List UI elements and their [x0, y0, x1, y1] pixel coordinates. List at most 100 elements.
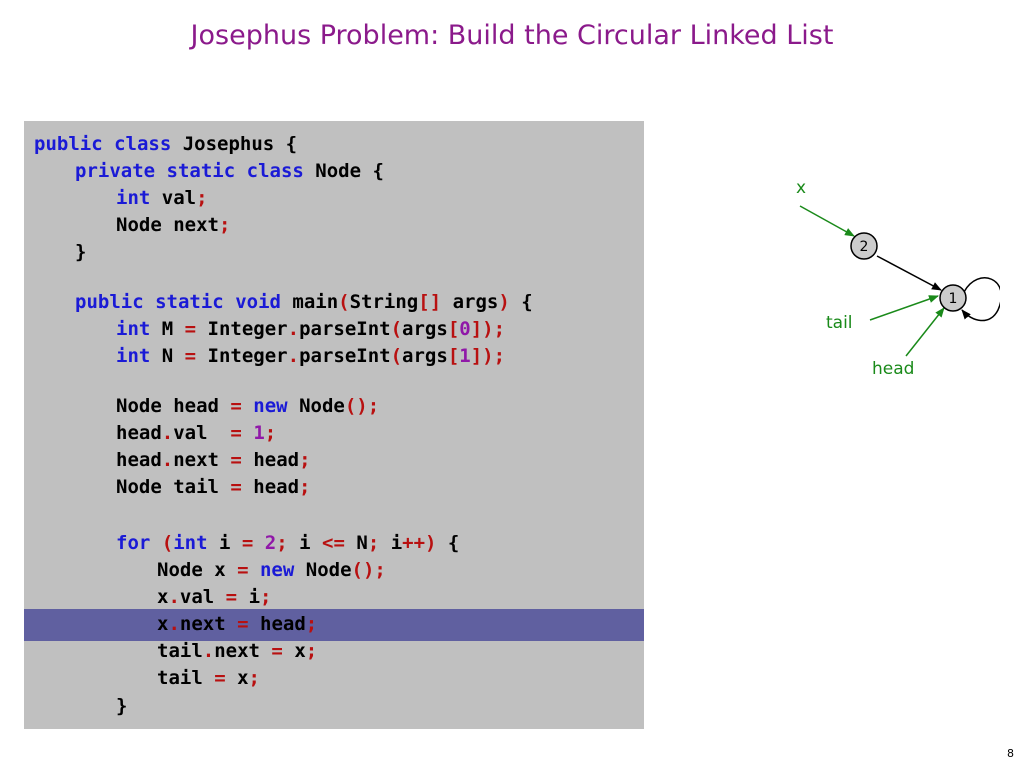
code-token: 1 — [459, 345, 471, 367]
code-token: next — [214, 640, 272, 662]
link-arrow-2-to-1 — [876, 255, 942, 291]
code-token: ; — [305, 640, 318, 662]
code-token: args — [441, 291, 499, 313]
code-token: ; — [299, 449, 311, 471]
code-token: = — [230, 395, 242, 417]
code-token: 1 — [253, 422, 265, 444]
pointer-label-tail: tail — [826, 313, 853, 333]
code-token: class — [246, 160, 304, 182]
code-token: (); — [344, 395, 380, 417]
code-token: = — [214, 667, 226, 689]
code-token: parseInt — [299, 345, 391, 367]
code-token: = — [230, 422, 242, 444]
code-token — [103, 133, 114, 155]
code-token: ; — [218, 214, 231, 236]
code-line: head.next = head; — [116, 447, 311, 474]
code-token: . — [287, 345, 300, 367]
code-token: [] — [418, 291, 442, 313]
code-token: Node head — [116, 395, 231, 417]
pointer-label-x: x — [796, 178, 806, 198]
code-token — [155, 160, 166, 182]
code-line: Node head = new Node(); — [116, 393, 379, 420]
code-token: ; — [264, 422, 277, 444]
code-token: { — [509, 291, 533, 313]
code-token: static — [166, 160, 236, 182]
code-token: ]); — [470, 345, 506, 367]
code-token: 0 — [459, 318, 471, 340]
node-2-label: 2 — [860, 239, 869, 255]
code-token: new — [259, 559, 295, 581]
code-token: } — [75, 241, 87, 263]
code-line: int val; — [116, 185, 208, 212]
code-token: x — [282, 640, 306, 662]
code-token: int — [116, 187, 151, 209]
code-token: public — [34, 133, 103, 155]
code-line: x.val = i; — [157, 584, 271, 611]
code-token: next — [173, 449, 231, 471]
code-token: head — [241, 449, 300, 471]
code-token: ( — [390, 318, 403, 340]
node-1-label: 1 — [949, 291, 958, 307]
code-token: ; — [248, 667, 260, 689]
code-token — [150, 532, 161, 554]
code-token: Node next — [116, 214, 219, 236]
code-token: = — [271, 640, 283, 662]
code-token: i — [379, 532, 403, 554]
code-token: . — [202, 640, 215, 662]
code-token: <= — [322, 532, 345, 554]
code-token: Node tail — [116, 476, 231, 498]
code-line: Node tail = head; — [116, 474, 311, 501]
code-token: tail — [157, 640, 203, 662]
code-token: val — [173, 422, 231, 444]
code-token — [242, 422, 253, 444]
code-token: main — [280, 291, 339, 313]
code-token: Node { — [303, 160, 384, 182]
code-token: . — [287, 318, 300, 340]
code-token: [ — [447, 318, 460, 340]
code-token: Node x — [157, 559, 238, 581]
code-token: Integer — [196, 318, 288, 340]
code-line: Node next; — [116, 212, 230, 239]
code-token: [ — [447, 345, 460, 367]
code-line: int N = Integer.parseInt(args[1]); — [116, 343, 505, 370]
code-line: head.val = 1; — [116, 420, 276, 447]
code-token: . — [161, 449, 174, 471]
code-token: tail — [157, 667, 215, 689]
code-token — [253, 532, 264, 554]
code-token: 2 — [264, 532, 277, 554]
code-token: String — [349, 291, 419, 313]
code-token: public — [75, 291, 144, 313]
code-token — [224, 291, 235, 313]
code-token: = — [241, 532, 254, 554]
code-token — [235, 160, 246, 182]
code-token: . — [168, 613, 180, 635]
code-token — [242, 395, 253, 417]
code-token: parseInt — [299, 318, 391, 340]
code-line: } — [116, 693, 127, 720]
code-line: private static class Node { — [75, 158, 384, 185]
code-token: Node — [287, 395, 345, 417]
node-2-circle — [850, 232, 878, 260]
slide-number: 8 — [1007, 747, 1014, 760]
code-line: Node x = new Node(); — [157, 557, 386, 584]
code-token: ( — [161, 532, 174, 554]
code-token: for — [116, 532, 151, 554]
slide-title: Josephus Problem: Build the Circular Lin… — [190, 20, 834, 51]
pointer-x-arrow — [799, 205, 855, 237]
code-token: head — [248, 613, 306, 635]
code-token: ; — [260, 586, 272, 608]
code-line: tail.next = x; — [157, 638, 317, 665]
code-token: Josephus { — [171, 133, 298, 155]
code-token: } — [116, 695, 128, 717]
code-token: new — [253, 395, 288, 417]
code-token: = — [237, 559, 249, 581]
code-token: val — [179, 586, 226, 608]
code-line: x.next = head; — [157, 611, 317, 638]
code-line: int M = Integer.parseInt(args[0]); — [116, 316, 505, 343]
code-token: int — [116, 318, 151, 340]
pointer-head-arrow — [905, 307, 945, 357]
self-loop-arrow — [961, 277, 1000, 322]
code-token: = — [230, 449, 242, 471]
code-token: head — [116, 422, 162, 444]
code-token: head — [116, 449, 162, 471]
